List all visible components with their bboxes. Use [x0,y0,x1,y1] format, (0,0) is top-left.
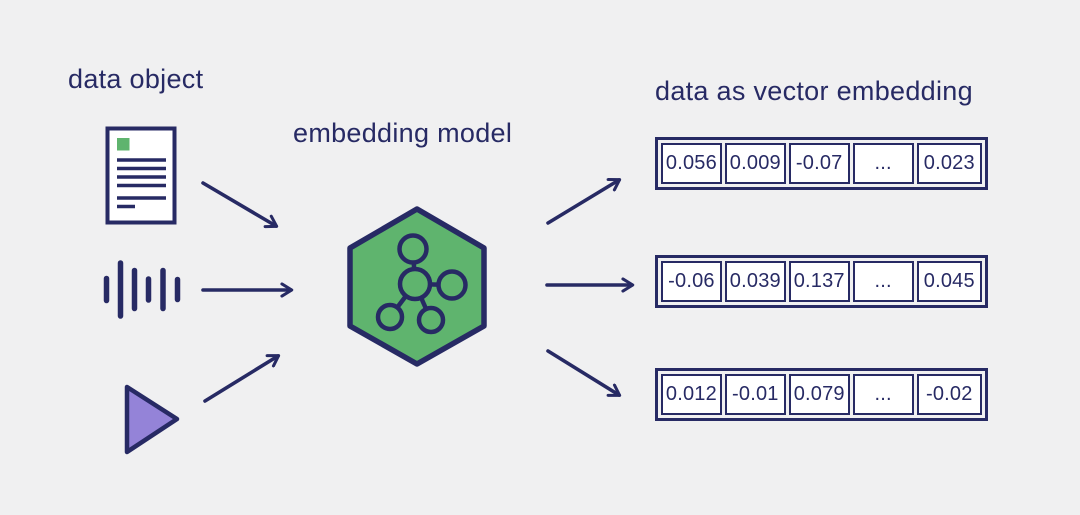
play-triangle-icon [124,384,180,455]
vector-cell: 0.012 [661,374,722,415]
arrow-model-to-vector3 [546,349,622,397]
data-object-label: data object [68,64,204,94]
embedding-model-label: embedding model [293,118,513,148]
vector-cell: -0.01 [724,374,786,415]
vector-row: -0.06 0.039 0.137 ... 0.045 [655,255,988,308]
vector-cell: -0.02 [916,374,982,415]
vector-cell-ellipsis: ... [852,374,914,415]
vector-cell: -0.07 [788,143,850,184]
vector-cell: 0.079 [788,374,850,415]
audio-waveform-icon [103,260,181,319]
document-icon [105,126,177,225]
arrow-model-to-vector1 [546,178,622,225]
vector-cell-ellipsis: ... [852,143,914,184]
vector-row: 0.012 -0.01 0.079 ... -0.02 [655,368,988,421]
vector-cell: -0.06 [661,261,722,302]
arrow-doc-to-model [201,181,279,229]
vector-cell: 0.039 [724,261,786,302]
hexagon-network-icon [347,206,487,367]
vector-row: 0.056 0.009 -0.07 ... 0.023 [655,137,988,190]
vector-cell: 0.056 [661,143,722,184]
vector-cell: 0.023 [916,143,982,184]
vector-cell: 0.009 [724,143,786,184]
vector-cell: 0.137 [788,261,850,302]
document-green-square [117,138,130,151]
vector-embedding-label: data as vector embedding [655,76,973,106]
arrow-video-to-model [203,354,281,403]
vector-cell-ellipsis: ... [852,261,914,302]
vector-cell: 0.045 [916,261,982,302]
